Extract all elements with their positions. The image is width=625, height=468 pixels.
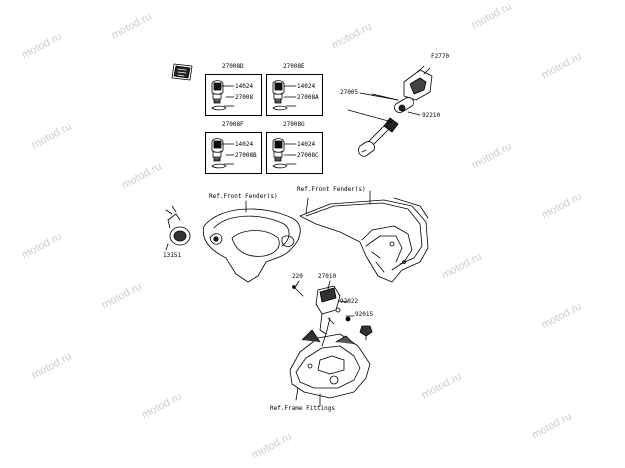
key-box-27008g xyxy=(266,132,323,174)
key-icon xyxy=(272,138,288,169)
key-box-27008f xyxy=(205,132,262,174)
part-label[interactable]: 14024 xyxy=(235,83,254,90)
bolt-220 xyxy=(292,285,304,297)
key-box-27008e xyxy=(266,74,323,116)
part-label[interactable]: 27010 xyxy=(318,273,337,280)
key-icon xyxy=(272,80,288,111)
frame-bracket xyxy=(289,329,371,401)
nut-92015 xyxy=(359,325,373,341)
ref-frame-fittings[interactable]: Ref.Frame Fittings xyxy=(270,405,336,412)
part-label[interactable]: 14024 xyxy=(297,141,316,148)
switch-13151 xyxy=(165,205,191,251)
part-label[interactable]: 27008E xyxy=(283,63,305,70)
part-label[interactable]: 92022 xyxy=(340,298,359,305)
part-label[interactable]: 27008D xyxy=(222,63,244,70)
part-label[interactable]: 92210 xyxy=(422,112,441,119)
key-icon xyxy=(211,138,227,169)
part-label[interactable]: 27008A xyxy=(297,94,319,101)
key-box-27008d xyxy=(205,74,262,116)
part-label[interactable]: 220 xyxy=(292,273,303,280)
part-label[interactable]: 14024 xyxy=(235,141,254,148)
front-fender-right xyxy=(299,197,429,283)
ref-front-fender-left[interactable]: Ref.Front Fender(s) xyxy=(209,193,278,200)
part-label[interactable]: 27008B xyxy=(235,152,257,159)
part-label[interactable]: 27008C xyxy=(297,152,319,159)
part-label[interactable]: 27008 xyxy=(235,94,254,101)
manual-book-icon xyxy=(171,63,193,81)
sensor-27010 xyxy=(315,285,341,347)
ignition-switch-assembly xyxy=(347,65,433,157)
diagram-code: F2770 xyxy=(431,53,450,60)
ref-front-fender-right[interactable]: Ref.Front Fender(s) xyxy=(297,186,366,193)
part-label[interactable]: 27005 xyxy=(340,89,359,96)
part-label[interactable]: 92015 xyxy=(355,311,374,318)
part-label[interactable]: 27008G xyxy=(283,121,305,128)
part-label[interactable]: 27008F xyxy=(222,121,244,128)
part-label[interactable]: 14024 xyxy=(297,83,316,90)
key-icon xyxy=(211,80,227,111)
part-label[interactable]: 13151 xyxy=(163,252,182,259)
front-fender-left xyxy=(202,208,301,283)
